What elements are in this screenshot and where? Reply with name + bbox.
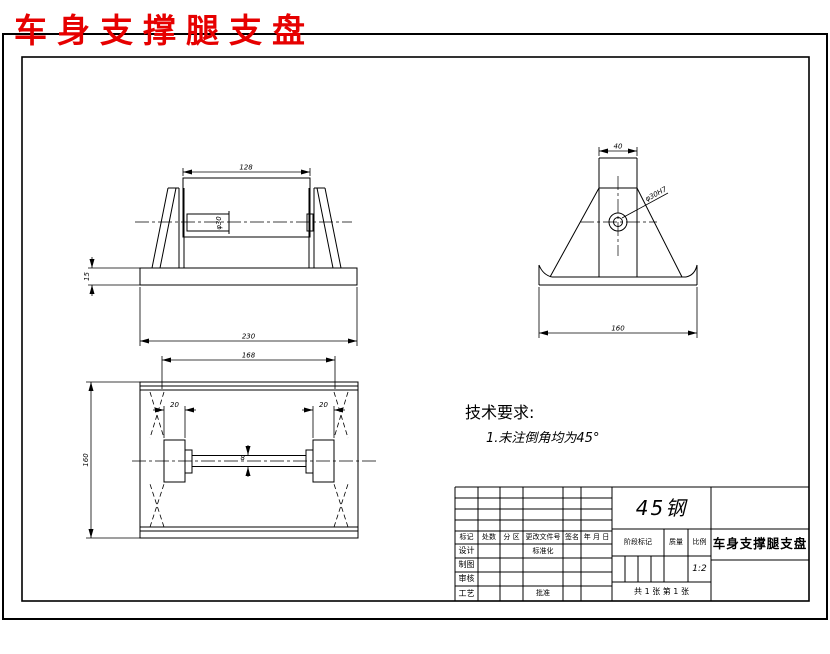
titleblock-label-mark: 标记	[459, 533, 474, 541]
sheet-info: 共 1 张 第 1 张	[634, 586, 689, 596]
top-view: 168 160 20 20 8	[82, 352, 378, 539]
part-name: 车身支撑腿支盘	[712, 536, 808, 552]
scale-value: 1:2	[692, 563, 707, 574]
dim-plan-block-right: 20	[319, 401, 328, 409]
titleblock-label-process: 工艺	[458, 588, 475, 598]
material-value: 45钢	[635, 496, 688, 520]
titleblock-label-draft: 制图	[458, 560, 475, 569]
titleblock-label-signature: 签名	[565, 533, 579, 541]
dim-side-hole: φ30H7	[644, 185, 669, 203]
titleblock-label-design: 设计	[458, 546, 475, 555]
titleblock-label-date: 年 月 日	[583, 533, 610, 541]
page-title: 车身支撑腿支盘	[14, 11, 315, 50]
titleblock-label-check: 审核	[458, 574, 475, 583]
outer-border	[2, 33, 828, 620]
title-block-grid	[454, 486, 809, 601]
titleblock-label-scale: 比例	[692, 538, 707, 546]
dim-front-base-height: 15	[83, 272, 91, 281]
side-view: φ30H7 40 160	[538, 143, 698, 338]
titleblock-label-approve: 批准	[536, 589, 550, 597]
dim-front-base-width: 230	[242, 333, 256, 341]
titleblock-label-zone: 分 区	[503, 533, 520, 541]
dim-front-width: 128	[239, 164, 253, 172]
dim-plan-shaft: 8	[241, 454, 246, 462]
dim-plan-block-left: 20	[170, 401, 179, 409]
titleblock-label-stage-mark: 阶段标记	[624, 538, 652, 546]
dim-side-top: 40	[614, 143, 623, 151]
dim-side-base: 160	[611, 325, 625, 333]
front-view: 128 φ30 15 230	[83, 164, 358, 346]
titleblock-label-count: 处数	[482, 533, 496, 541]
dim-plan-height: 160	[82, 453, 90, 467]
titleblock-label-standardization: 标准化	[532, 546, 554, 555]
inner-border	[21, 56, 810, 602]
dim-plan-width: 168	[242, 352, 256, 360]
titleblock-label-weight: 质量	[669, 538, 683, 546]
tech-requirements-title: 技术要求:	[465, 403, 535, 422]
tech-requirements-item: 1.未注倒角均为45°	[486, 431, 600, 446]
titleblock-label-change-file: 更改文件号	[525, 533, 561, 541]
dim-front-shaft: φ30	[215, 216, 223, 230]
